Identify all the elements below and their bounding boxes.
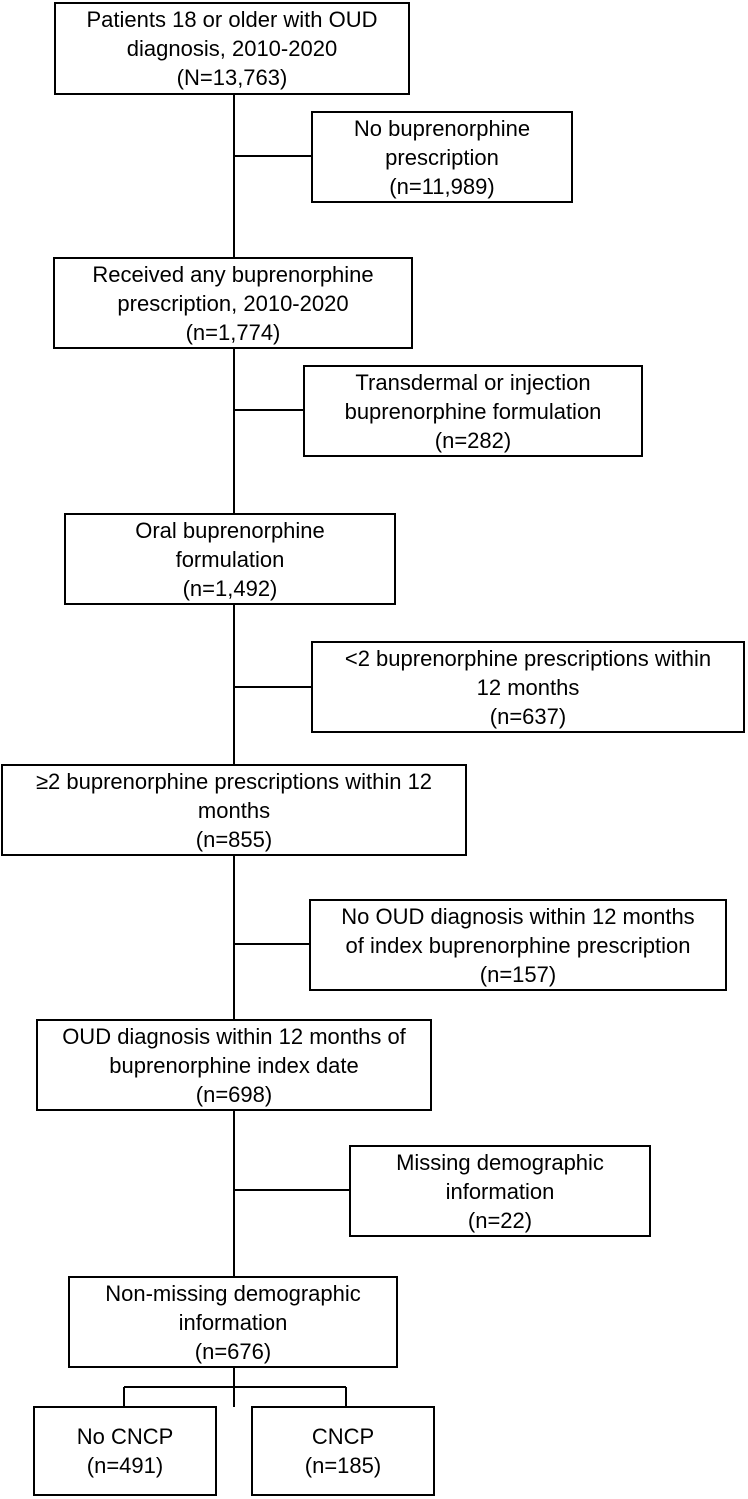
box-any-buprenorphine-line-3: (n=1,774) <box>185 319 281 345</box>
box-less-than-two-rx-line-2: 12 months <box>476 674 580 700</box>
box-missing-demo-line-3: (n=22) <box>467 1207 533 1233</box>
box-transdermal-injection-line-3: (n=282) <box>434 427 512 453</box>
box-no-oud-dx-line-2: of index buprenorphine prescription <box>345 932 691 958</box>
box-no-cncp: No CNCP (n=491) <box>33 1406 217 1496</box>
box-two-or-more-rx: ≥2 buprenorphine prescriptions within 12… <box>1 764 467 856</box>
box-cncp-line-2: (n=185) <box>304 1453 382 1478</box>
box-oral-formulation-line-2: formulation <box>175 546 285 572</box>
box-nonmissing-demo-line-1: Non-missing demographic <box>105 1280 361 1306</box>
box-all-patients: Patients 18 or older with OUD diagnosis,… <box>54 2 410 95</box>
box-no-buprenorphine-line-1: No buprenorphine <box>353 115 531 141</box>
box-missing-demo-line-2: information <box>445 1178 555 1204</box>
box-no-cncp-line-1: No CNCP <box>76 1424 174 1449</box>
box-oral-formulation: Oral buprenorphine formulation (n=1,492) <box>64 513 396 605</box>
box-transdermal-injection: Transdermal or injection buprenorphine f… <box>303 365 643 457</box>
box-oud-dx-line-3: (n=698) <box>195 1081 273 1107</box>
box-any-buprenorphine-line-1: Received any buprenorphine <box>92 261 374 287</box>
box-nonmissing-demo-line-3: (n=676) <box>194 1338 272 1364</box>
box-missing-demo-line-1: Missing demographic <box>396 1149 604 1175</box>
box-all-patients-line-1: Patients 18 or older with OUD <box>86 7 378 32</box>
box-oud-dx-line-1: OUD diagnosis within 12 months of <box>62 1023 406 1049</box>
box-oral-formulation-line-3: (n=1,492) <box>182 575 278 601</box>
box-any-buprenorphine: Received any buprenorphine prescription,… <box>53 257 413 349</box>
box-no-buprenorphine-line-2: prescription <box>385 144 499 170</box>
box-cncp-line-1: CNCP <box>311 1424 375 1449</box>
box-oral-formulation-line-1: Oral buprenorphine <box>135 517 325 543</box>
box-no-oud-dx-line-1: No OUD diagnosis within 12 months <box>341 903 695 929</box>
box-no-buprenorphine: No buprenorphine prescription (n=11,989) <box>311 111 573 203</box>
box-less-than-two-rx: <2 buprenorphine prescriptions within 12… <box>311 641 745 733</box>
box-transdermal-injection-line-1: Transdermal or injection <box>355 369 591 395</box>
box-two-or-more-rx-line-3: (n=855) <box>195 826 273 852</box>
box-transdermal-injection-line-2: buprenorphine formulation <box>344 398 602 424</box>
box-nonmissing-demo-line-2: information <box>178 1309 288 1335</box>
box-less-than-two-rx-line-1: <2 buprenorphine prescriptions within <box>344 645 712 671</box>
box-any-buprenorphine-line-2: prescription, 2010-2020 <box>117 290 349 316</box>
box-oud-dx: OUD diagnosis within 12 months of bupren… <box>36 1019 432 1111</box>
box-oud-dx-line-2: buprenorphine index date <box>109 1052 359 1078</box>
box-nonmissing-demo: Non-missing demographic information (n=6… <box>68 1276 398 1368</box>
box-two-or-more-rx-line-2: months <box>197 797 271 823</box>
box-all-patients-line-2: diagnosis, 2010-2020 <box>126 36 338 61</box>
box-no-buprenorphine-line-3: (n=11,989) <box>389 173 495 199</box>
box-less-than-two-rx-line-3: (n=637) <box>489 703 567 729</box>
box-two-or-more-rx-line-1: ≥2 buprenorphine prescriptions within 12 <box>35 768 433 794</box>
box-cncp: CNCP (n=185) <box>251 1406 435 1496</box>
box-no-oud-dx-line-3: (n=157) <box>479 961 557 987</box>
box-all-patients-line-3: (N=13,763) <box>176 65 288 90</box>
box-no-oud-dx: No OUD diagnosis within 12 months of ind… <box>309 899 727 991</box>
box-no-cncp-line-2: (n=491) <box>86 1453 164 1478</box>
box-missing-demo: Missing demographic information (n=22) <box>349 1145 651 1237</box>
